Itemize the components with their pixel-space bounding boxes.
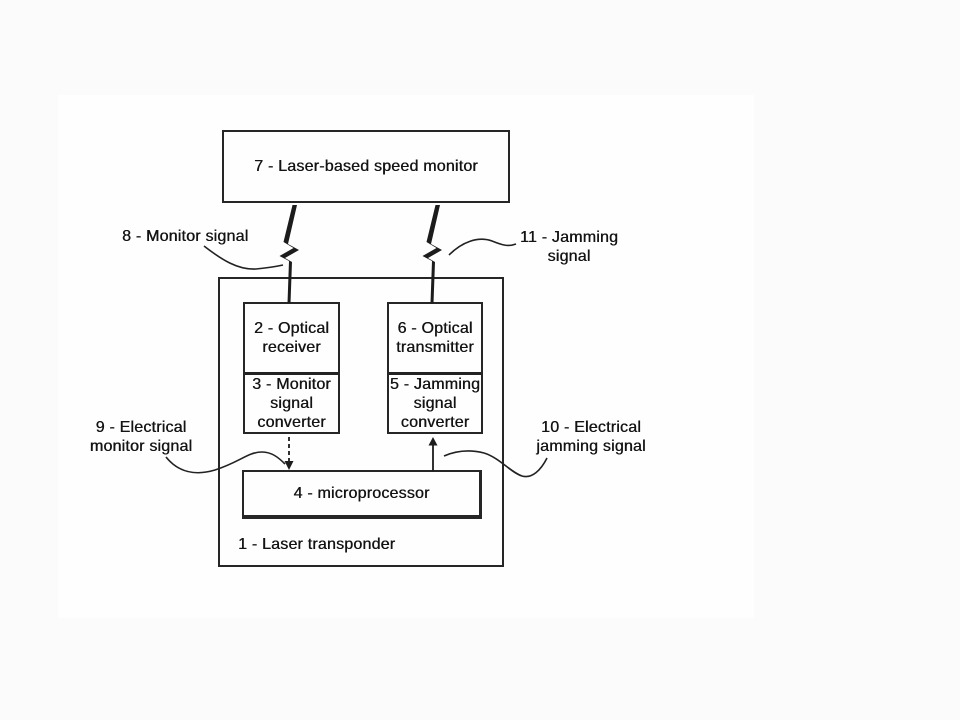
monitor-converter-label: 3 - Monitor signal converter xyxy=(252,376,331,431)
monitor-signal-label: 8 - Monitor signal xyxy=(122,228,249,245)
electrical-jamming-signal-label: 10 - Electrical jamming signal xyxy=(536,419,646,455)
page-background xyxy=(58,95,754,618)
jamming-signal-label: 11 - Jamming signal xyxy=(519,229,619,265)
jamming-converter-label: 5 - Jamming signal converter xyxy=(389,376,481,431)
microprocessor-box: 4 - microprocessor xyxy=(242,470,482,519)
speed-monitor-box: 7 - Laser-based speed monitor xyxy=(222,130,510,203)
laser-transponder-label: 1 - Laser transponder xyxy=(238,536,396,553)
optical-transmitter-section: 6 - Optical transmitter xyxy=(389,304,481,372)
laser-transponder-box xyxy=(218,277,504,567)
transmitter-converter-box: 6 - Optical transmitter 5 - Jamming sign… xyxy=(387,302,483,434)
jamming-converter-section: 5 - Jamming signal converter xyxy=(389,372,481,432)
electrical-monitor-signal-label: 9 - Electrical monitor signal xyxy=(89,419,193,455)
optical-transmitter-label: 6 - Optical transmitter xyxy=(396,320,474,356)
speed-monitor-label: 7 - Laser-based speed monitor xyxy=(254,158,478,175)
microprocessor-label: 4 - microprocessor xyxy=(293,485,430,502)
monitor-converter-section: 3 - Monitor signal converter xyxy=(245,372,338,432)
receiver-converter-box: 2 - Optical receiver 3 - Monitor signal … xyxy=(243,302,340,434)
optical-receiver-section: 2 - Optical receiver xyxy=(245,304,338,372)
optical-receiver-label: 2 - Optical receiver xyxy=(253,320,330,356)
